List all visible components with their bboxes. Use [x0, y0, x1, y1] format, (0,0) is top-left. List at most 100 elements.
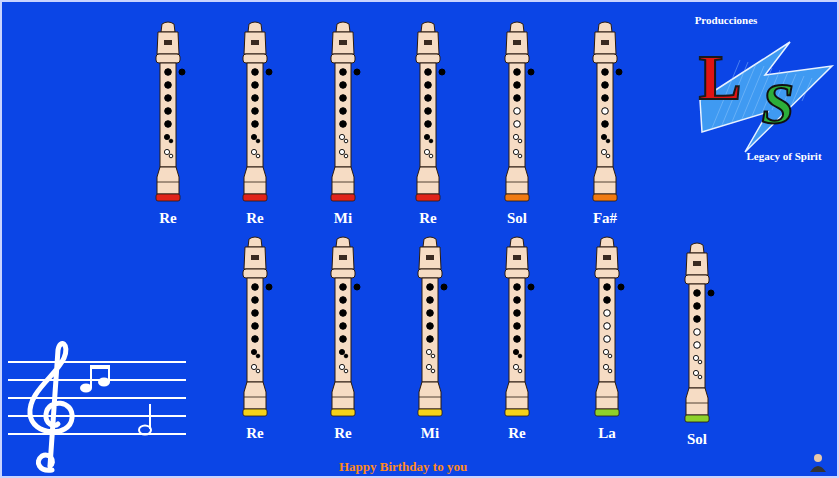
- finger-hole: [340, 310, 347, 317]
- note-stem: [90, 366, 92, 388]
- recorder-beak: [690, 243, 704, 253]
- finger-hole: [252, 121, 259, 128]
- recorder-head: [596, 247, 618, 269]
- recorder-ring: [156, 54, 180, 63]
- finger-hole: [425, 69, 432, 76]
- recorder-body: [509, 63, 525, 167]
- double-hole: [698, 375, 702, 379]
- color-band: [331, 194, 355, 201]
- thumb-hole: [354, 69, 360, 75]
- double-hole: [429, 139, 433, 143]
- recorder-ring: [595, 269, 619, 278]
- finger-hole: [427, 323, 434, 330]
- staff-line: [8, 433, 186, 435]
- recorder-beak: [161, 22, 175, 32]
- thumb-hole: [266, 69, 272, 75]
- finger-hole: [604, 297, 611, 304]
- finger-hole: [427, 310, 434, 317]
- finger-hole: [602, 121, 609, 128]
- recorder-head: [419, 247, 441, 269]
- double-hole: [424, 134, 429, 139]
- double-hole: [344, 354, 348, 358]
- color-band: [505, 194, 529, 201]
- recorder-head: [244, 32, 266, 54]
- thumb-hole: [616, 69, 622, 75]
- color-band: [685, 415, 709, 422]
- recorder-foot: [419, 382, 441, 409]
- finger-hole: [604, 310, 611, 317]
- finger-hole: [252, 297, 259, 304]
- logo-text: Legacy of Spirit: [746, 150, 821, 162]
- recorder-body: [509, 278, 525, 382]
- double-hole: [426, 364, 431, 369]
- recorder-foot: [596, 382, 618, 409]
- double-hole: [608, 369, 612, 373]
- double-hole: [601, 149, 606, 154]
- double-hole: [169, 139, 173, 143]
- color-band: [593, 194, 617, 201]
- treble-clef: [30, 344, 72, 471]
- note-name: Re: [159, 210, 177, 227]
- finger-hole: [602, 69, 609, 76]
- recorder-window: [693, 261, 701, 266]
- recorder: [593, 22, 622, 201]
- finger-hole: [514, 323, 521, 330]
- recorder-body: [599, 278, 615, 382]
- logo-letter: L: [699, 43, 742, 113]
- double-hole: [608, 354, 612, 358]
- finger-hole: [694, 316, 701, 323]
- recorder-head: [506, 32, 528, 54]
- logo-text: Producciones: [695, 14, 758, 26]
- recorder-beak: [248, 22, 262, 32]
- recorder-head: [594, 32, 616, 54]
- recorder-body: [597, 63, 613, 167]
- double-hole: [606, 139, 610, 143]
- double-hole: [256, 354, 260, 358]
- finger-hole: [340, 108, 347, 115]
- recorder-body: [422, 278, 438, 382]
- recorder-ring: [243, 54, 267, 63]
- finger-hole: [514, 69, 521, 76]
- recorder: [505, 22, 534, 201]
- finger-hole: [340, 284, 347, 291]
- thumb-hole: [528, 284, 534, 290]
- recorder-foot: [157, 167, 179, 194]
- finger-hole: [604, 336, 611, 343]
- recorder-ring: [505, 54, 529, 63]
- double-hole: [513, 364, 518, 369]
- double-hole: [169, 154, 173, 158]
- thumb-hole: [528, 69, 534, 75]
- recorder-ring-line: [244, 182, 266, 183]
- double-hole: [518, 139, 522, 143]
- thumb-hole: [266, 284, 272, 290]
- recorder-foot: [417, 167, 439, 194]
- double-hole: [606, 154, 610, 158]
- recorder-window: [339, 40, 347, 45]
- recorder-ring: [331, 54, 355, 63]
- note-name: Fa#: [593, 210, 617, 227]
- finger-hole: [425, 108, 432, 115]
- recorder-ring: [685, 275, 709, 284]
- thumb-hole: [439, 69, 445, 75]
- person-icon: [810, 454, 826, 472]
- finger-hole: [514, 310, 521, 317]
- finger-hole: [340, 323, 347, 330]
- recorder-body: [420, 63, 436, 167]
- recorder-foot: [332, 382, 354, 409]
- finger-hole: [425, 82, 432, 89]
- double-hole: [431, 369, 435, 373]
- recorder: [505, 237, 534, 416]
- recorder-body: [160, 63, 176, 167]
- recorder-foot: [244, 167, 266, 194]
- recorder-ring-line: [686, 403, 708, 404]
- note-name: Sol: [687, 431, 707, 448]
- color-band: [243, 409, 267, 416]
- recorder-body: [689, 284, 705, 388]
- finger-hole: [340, 69, 347, 76]
- double-hole: [251, 149, 256, 154]
- finger-hole: [165, 95, 172, 102]
- finger-hole: [252, 82, 259, 89]
- note-name: Re: [334, 425, 352, 442]
- finger-hole: [694, 329, 701, 336]
